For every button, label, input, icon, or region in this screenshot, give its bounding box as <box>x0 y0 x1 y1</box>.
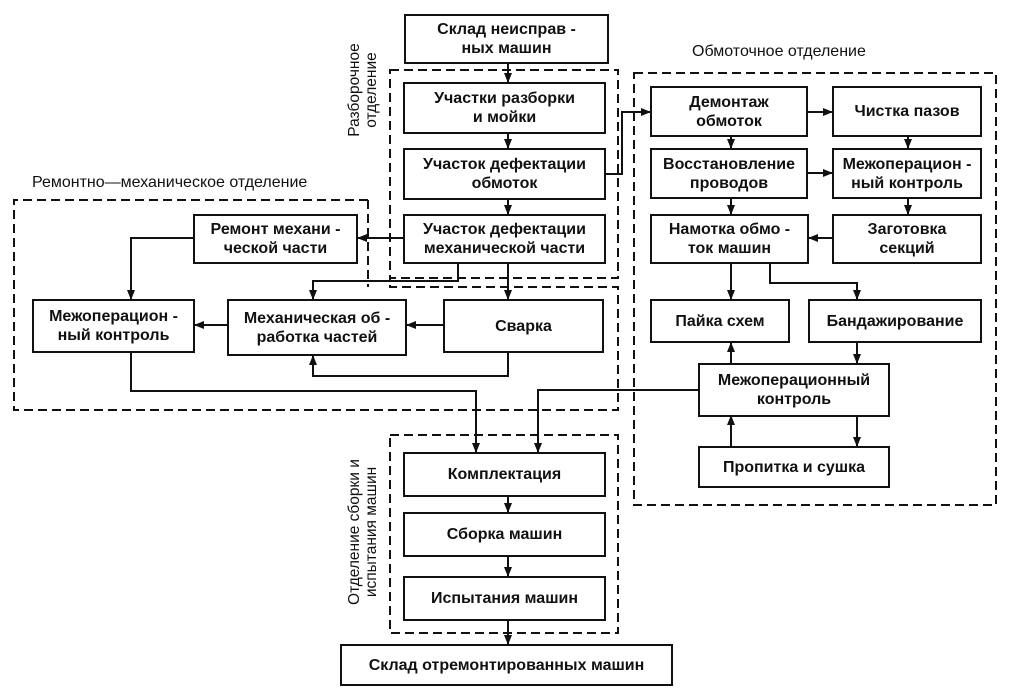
frame-repair-mech <box>13 199 619 411</box>
arrow-main-control-to-kitting <box>534 389 698 453</box>
block-banding: Бандажирование <box>808 299 982 343</box>
block-impregnation-drying: Пропитка и сушка <box>698 446 890 488</box>
frame-assembly <box>389 434 619 634</box>
block-interop-control-main: Межоперационный контроль <box>698 363 890 417</box>
block-repaired-store: Склад отремонтированных машин <box>340 644 673 686</box>
block-circuit-soldering: Пайка схем <box>650 299 790 343</box>
block-repair-mech-part: Ремонт механи - ческой части <box>193 214 358 264</box>
block-defect-windings: Участок дефектации обмоток <box>403 148 606 200</box>
dept-label-repair-mech: Ремонтно—механическое отделение <box>32 174 308 191</box>
block-dismantle-windings: Демонтаж обмоток <box>650 86 808 137</box>
arrow-repair-to-control <box>127 237 193 300</box>
block-machine-assembly: Сборка машин <box>403 512 606 557</box>
block-slot-cleaning: Чистка пазов <box>832 86 982 137</box>
dept-label-assembly: Отделение сборки и испытания машин <box>346 459 380 605</box>
frame-winding <box>633 72 997 506</box>
block-faulty-store: Склад неисправ - ных машин <box>404 14 609 64</box>
block-section-prep: Заготовка секций <box>832 214 982 264</box>
arrow-welding-loop <box>309 352 509 377</box>
dept-label-disassembly: Разборочное отделение <box>346 43 380 137</box>
dept-label-winding: Обмоточное отделение <box>692 43 866 60</box>
block-machine-testing: Испытания машин <box>403 576 606 621</box>
block-welding: Сварка <box>443 299 604 353</box>
arrow-to-dismantle <box>604 108 651 175</box>
arrow-mech-control-to-kitting <box>130 352 480 453</box>
block-winding-machines: Намотка обмо - ток машин <box>650 214 809 264</box>
block-interop-control-mech: Межоперацион - ный контроль <box>32 299 195 353</box>
arrow-defect-to-processing <box>309 263 459 300</box>
block-disassembly-washing: Участки разборки и мойки <box>403 82 606 134</box>
block-interop-control-wire: Межоперацион - ный контроль <box>832 148 982 199</box>
block-wire-restoration: Восстановление проводов <box>650 148 808 199</box>
block-mech-processing: Механическая об - работка частей <box>227 299 407 356</box>
arrow-winding-to-banding <box>769 263 861 300</box>
block-kitting: Комплектация <box>403 452 606 497</box>
frame-disassembly <box>389 69 619 279</box>
block-defect-mech: Участок дефектации механической части <box>403 214 606 264</box>
